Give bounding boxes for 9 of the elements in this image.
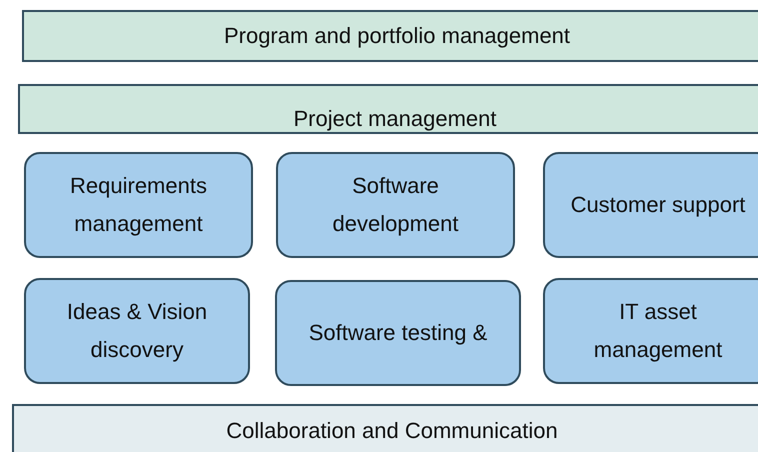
module-box: Requirements management bbox=[24, 152, 253, 258]
layer-band: Program and portfolio management bbox=[22, 10, 758, 62]
layer-band: Project management bbox=[18, 84, 758, 134]
module-box: Software development bbox=[276, 152, 515, 258]
module-box: Customer support bbox=[543, 152, 758, 258]
layer-band: Collaboration and Communication bbox=[12, 404, 758, 452]
module-box: Ideas & Vision discovery bbox=[24, 278, 250, 384]
module-box: Software testing & bbox=[275, 280, 521, 386]
module-box: IT asset management bbox=[543, 278, 758, 384]
